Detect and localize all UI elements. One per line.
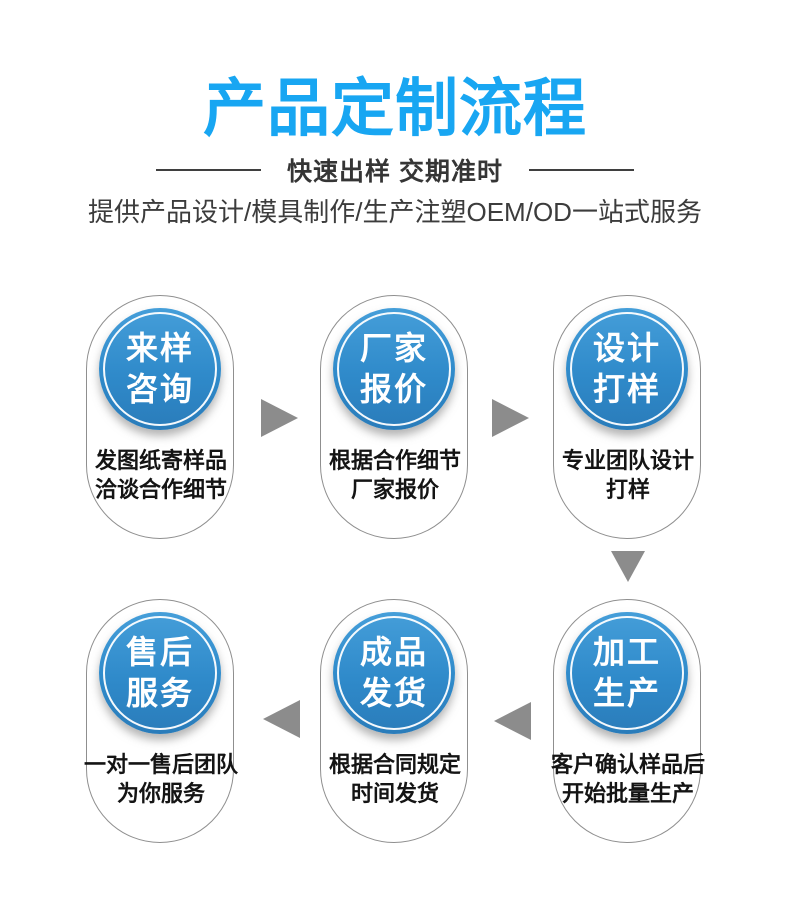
- step-circle: 厂家 报价: [333, 308, 455, 430]
- step-title-line: 打样: [592, 371, 661, 407]
- step-circle: 来样 咨询: [99, 308, 221, 430]
- step-title-line: 发货: [359, 675, 428, 711]
- step-title-line: 成品: [359, 634, 428, 670]
- step-title-line: 设计: [592, 330, 661, 366]
- step-circle: 加工 生产: [566, 612, 688, 734]
- step-circle: 售后 服务: [99, 612, 221, 734]
- step-desc-line: 一对一售后团队: [83, 752, 238, 777]
- step-title-line: 厂家: [359, 330, 428, 366]
- step-card-design-sample: 设计 打样 专业团队设计 打样: [553, 295, 701, 539]
- step-description: 一对一售后团队 为你服务: [78, 750, 244, 808]
- step-description: 根据合同规定 时间发货: [312, 750, 478, 808]
- step-description: 专业团队设计 打样: [545, 446, 711, 504]
- step-desc-line: 洽谈合作细节: [94, 477, 227, 502]
- step-card-factory-quote: 厂家 报价 根据合作细节 厂家报价: [320, 295, 468, 539]
- step-card-shipping: 成品 发货 根据合同规定 时间发货: [320, 599, 468, 843]
- arrow-right-icon: [492, 399, 529, 437]
- step-title-line: 咨询: [125, 371, 194, 407]
- step-title-line: 来样: [125, 330, 194, 366]
- arrow-left-icon: [494, 702, 531, 740]
- step-circle: 成品 发货: [333, 612, 455, 734]
- step-circle: 设计 打样: [566, 308, 688, 430]
- subtitle: 快速出样 交期准时: [0, 152, 790, 188]
- step-desc-line: 发图纸寄样品: [94, 448, 227, 473]
- divider-line-right: [528, 169, 634, 171]
- step-desc-line: 打样: [605, 477, 650, 502]
- step-desc-line: 开始批量生产: [561, 781, 694, 806]
- step-description: 发图纸寄样品 洽谈合作细节: [78, 446, 244, 504]
- subtitle-text: 快速出样 交期准时: [287, 158, 503, 186]
- step-card-after-sales: 售后 服务 一对一售后团队 为你服务: [84, 599, 238, 843]
- step-desc-line: 时间发货: [350, 781, 439, 806]
- divider-line-left: [156, 169, 262, 171]
- step-card-production: 加工 生产 客户确认样品后 开始批量生产: [551, 599, 705, 843]
- step-title-line: 生产: [592, 675, 661, 711]
- step-description: 客户确认样品后 开始批量生产: [545, 750, 711, 808]
- step-desc-line: 客户确认样品后: [550, 752, 705, 777]
- step-desc-line: 根据合作细节: [328, 448, 461, 473]
- arrow-down-icon: [611, 551, 645, 582]
- step-title-line: 售后: [125, 634, 194, 670]
- step-desc-line: 根据合同规定: [328, 752, 461, 777]
- step-desc-line: 专业团队设计: [561, 448, 694, 473]
- step-description: 根据合作细节 厂家报价: [312, 446, 478, 504]
- step-desc-line: 厂家报价: [350, 477, 439, 502]
- step-desc-line: 为你服务: [116, 781, 205, 806]
- step-title-line: 报价: [359, 371, 428, 407]
- page-title: 产品定制流程: [203, 74, 587, 144]
- tagline: 提供产品设计/模具制作/生产注塑OEM/OD一站式服务: [88, 197, 702, 227]
- step-title-line: 服务: [125, 675, 194, 711]
- arrow-right-icon: [261, 399, 298, 437]
- arrow-left-icon: [263, 700, 300, 738]
- step-card-sample-inquiry: 来样 咨询 发图纸寄样品 洽谈合作细节: [86, 295, 234, 539]
- step-title-line: 加工: [592, 634, 661, 670]
